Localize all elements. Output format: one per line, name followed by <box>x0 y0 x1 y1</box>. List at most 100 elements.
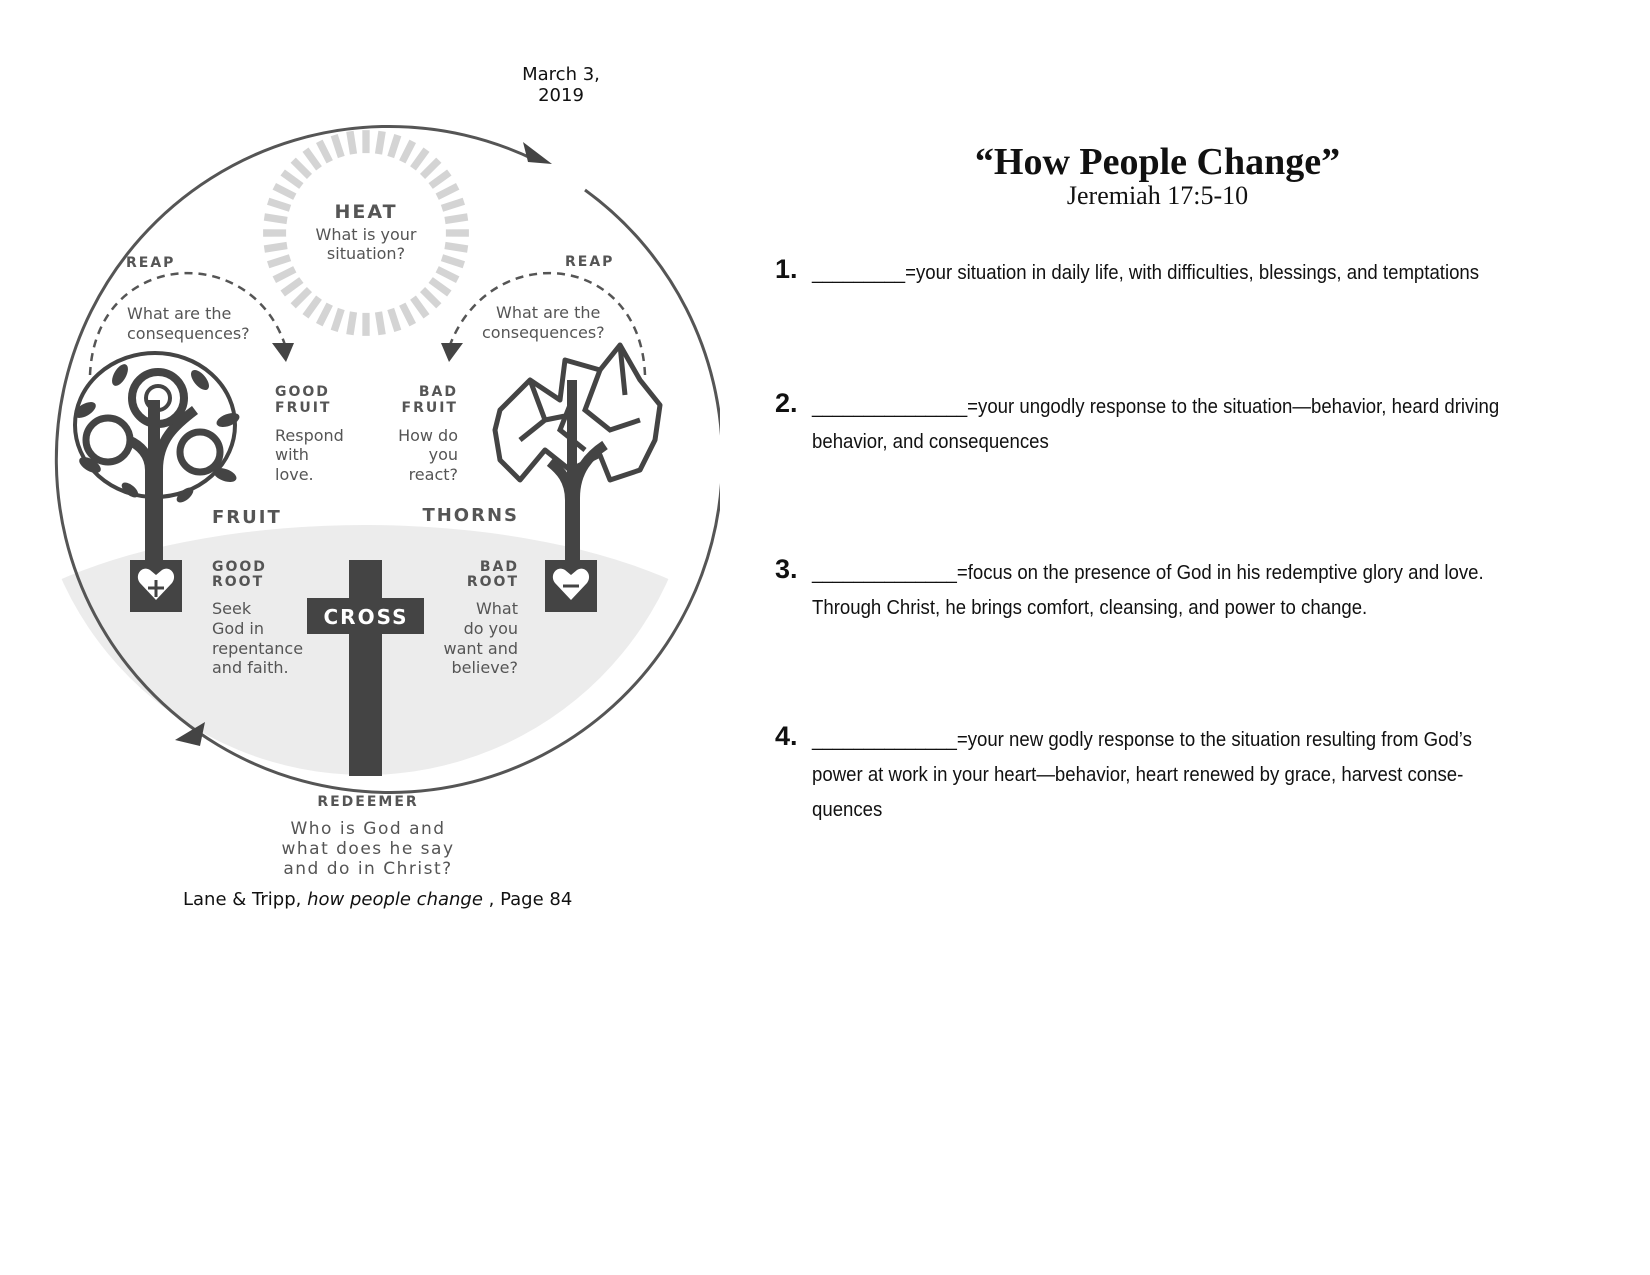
sun-ray <box>444 213 468 224</box>
reap-right-label: REAP <box>565 254 614 270</box>
sun-ray <box>410 148 429 171</box>
sun-ray <box>346 311 357 335</box>
heat-label: HEAT <box>334 201 397 223</box>
sun-ray <box>387 308 401 332</box>
point-number: 4. <box>775 721 798 752</box>
sun-ray <box>267 254 291 268</box>
fill-in-blank[interactable]: _______________ <box>812 396 967 418</box>
good-root-desc-2: God in <box>212 619 264 638</box>
point-number: 3. <box>775 554 798 585</box>
redeemer-desc-3: and do in Christ? <box>283 859 452 879</box>
sun-ray <box>291 158 312 179</box>
fill-in-blank[interactable]: ______________ <box>812 562 957 584</box>
citation-book: how people change <box>307 889 483 910</box>
fill-in-blank[interactable]: ______________ <box>812 729 957 751</box>
sun-ray <box>273 266 297 283</box>
sun-ray <box>362 130 369 153</box>
how-people-change-diagram: HEAT What is your situation? REAP What a… <box>0 0 720 900</box>
sun-ray <box>436 266 460 283</box>
consequences-right-line-2: consequences? <box>482 323 605 342</box>
citation-authors: Lane & Tripp, <box>183 889 307 910</box>
heat-question-line-2: situation? <box>327 244 405 263</box>
sermon-scripture: Jeremiah 17:5-10 <box>960 181 1355 211</box>
fruit-label: FRUIT <box>212 507 282 528</box>
bad-root-desc-1: What <box>476 599 518 618</box>
citation-page: , Page 84 <box>483 889 572 910</box>
fill-in-blank[interactable]: _________ <box>812 262 905 284</box>
sun-ray <box>316 303 333 327</box>
sun-ray <box>303 296 322 319</box>
point-number: 2. <box>775 388 798 419</box>
sun-ray <box>375 311 386 335</box>
sun-ray <box>420 287 441 308</box>
sun-ray <box>264 242 288 253</box>
bad-root-desc-3: want and <box>444 639 519 658</box>
bad-fruit-desc-1: How do <box>398 426 458 445</box>
redeemer-desc-2: what does he say <box>281 839 454 859</box>
redeemer-desc-1: Who is God and <box>290 819 445 839</box>
reap-left-label: REAP <box>126 255 175 271</box>
reap-left-arrowhead-icon <box>272 343 294 362</box>
good-fruit-label-2: FRUIT <box>275 400 331 416</box>
sun-ray <box>441 198 465 212</box>
point-number: 1. <box>775 254 798 285</box>
good-root-label-2: ROOT <box>212 574 264 590</box>
consequences-left-line-1: What are the <box>127 304 231 323</box>
sun-ray <box>446 229 469 236</box>
sun-ray <box>281 170 304 189</box>
redeemer-label: REDEEMER <box>317 794 418 810</box>
sun-ray <box>399 140 416 164</box>
point-definition: =your situation in daily life, with diff… <box>905 262 1479 284</box>
good-root-label-1: GOOD <box>212 559 267 575</box>
bad-fruit-label-1: BAD <box>419 384 458 400</box>
good-fruit-desc-1: Respond <box>275 426 344 445</box>
good-root-desc-4: and faith. <box>212 658 289 677</box>
sun-ray <box>264 213 288 224</box>
sun-ray <box>387 134 401 158</box>
bad-fruit-label-2: FRUIT <box>402 400 458 416</box>
good-fruit-desc-2: with <box>275 445 309 464</box>
reap-right-arrowhead-icon <box>441 343 463 362</box>
consequences-left-line-2: consequences? <box>127 324 250 343</box>
point-text: ______________=focus on the presence of … <box>812 556 1519 626</box>
sun-ray <box>429 277 452 296</box>
thorns-label: THORNS <box>422 505 519 526</box>
good-root-desc-3: repentance <box>212 639 303 658</box>
sun-ray <box>436 183 460 200</box>
sun-ray <box>316 140 333 164</box>
sun-ray <box>429 170 452 189</box>
good-fruit-desc-3: love. <box>275 465 314 484</box>
sun-ray <box>399 303 416 327</box>
sun-ray <box>346 131 357 155</box>
bad-root-label-2: ROOT <box>467 574 519 590</box>
point-text: _______________=your ungodly response to… <box>812 390 1519 460</box>
sun-ray <box>267 198 291 212</box>
good-root-desc-1: Seek <box>212 599 252 618</box>
bad-root-desc-4: believe? <box>451 658 518 677</box>
sun-ray <box>441 254 465 268</box>
sun-ray <box>331 134 345 158</box>
bad-root-label-1: BAD <box>480 559 519 575</box>
sun-ray <box>291 287 312 308</box>
good-fruit-label-1: GOOD <box>275 384 330 400</box>
point-text: _________=your situation in daily life, … <box>812 256 1491 291</box>
cross-label: CROSS <box>324 605 409 629</box>
sun-ray <box>303 148 322 171</box>
sermon-title: “How People Change” <box>960 140 1355 184</box>
sun-ray <box>420 158 441 179</box>
citation: Lane & Tripp, how people change , Page 8… <box>183 889 572 910</box>
cycle-arrow-top-icon <box>523 142 552 164</box>
sun-ray <box>281 277 304 296</box>
sun-ray <box>444 242 468 253</box>
sun-ray <box>362 313 369 336</box>
sun-ray <box>273 183 297 200</box>
sun-ray <box>375 131 386 155</box>
heat-question-line-1: What is your <box>316 225 417 244</box>
sun-ray <box>331 308 345 332</box>
consequences-right-line-1: What are the <box>496 303 600 322</box>
sun-ray <box>410 296 429 319</box>
bad-root-desc-2: do you <box>464 619 518 638</box>
point-text: ______________=your new godly response t… <box>812 723 1526 828</box>
bad-fruit-desc-3: react? <box>409 465 458 484</box>
sun-ray <box>263 229 286 236</box>
